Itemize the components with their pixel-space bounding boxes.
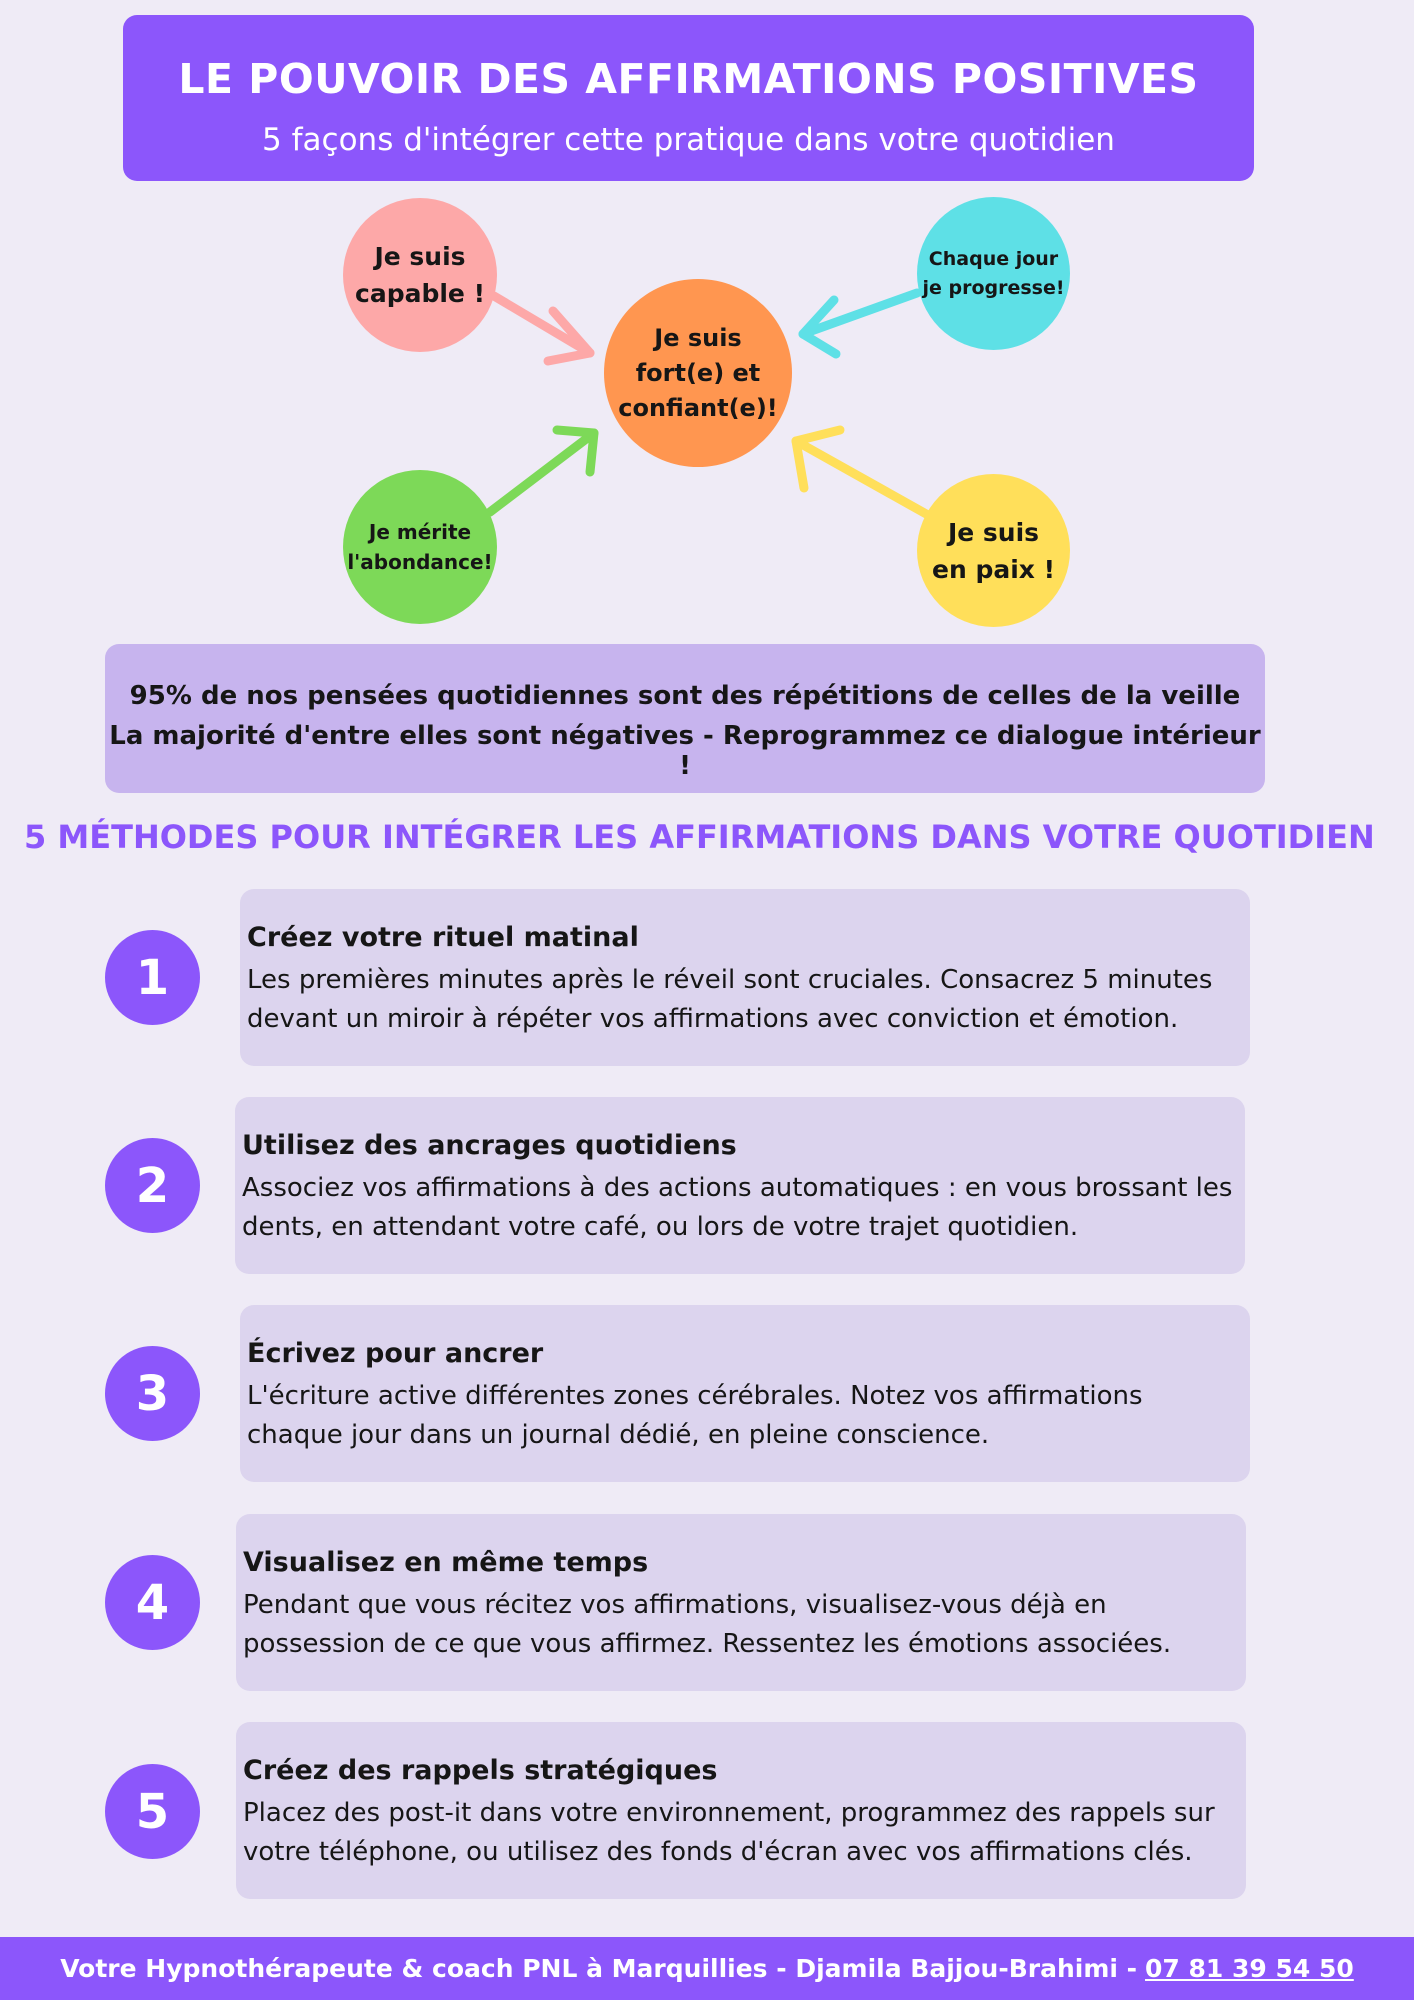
section-title: 5 MÉTHODES POUR INTÉGRER LES AFFIRMATION…	[24, 818, 1375, 856]
method-title: Créez des rappels stratégiques	[243, 1755, 718, 1786]
stat-line-1: 95% de nos pensées quotidiennes sont des…	[129, 681, 1241, 711]
header-banner: LE POUVOIR DES AFFIRMATIONS POSITIVES 5 …	[123, 15, 1254, 181]
method-text: Associez vos affirmations à des actions …	[242, 1173, 1233, 1242]
arrow-bottom-left-icon	[485, 425, 599, 517]
affirmation-bubble-abondance: Je mérite l'abondance!	[343, 470, 497, 624]
stat-line-2: La majorité d'entre elles sont négatives…	[109, 721, 1261, 781]
affirmation-bubble-paix: Je suis en paix !	[917, 474, 1070, 627]
stat-callout: 95% de nos pensées quotidiennes sont des…	[105, 644, 1265, 793]
method-card-3: Écrivez pour ancrer L'écriture active di…	[240, 1305, 1250, 1482]
arrow-top-right-icon	[798, 288, 922, 359]
footer-phone-link[interactable]: 07 81 39 54 50	[1145, 1954, 1354, 1983]
method-card-4: Visualisez en même temps Pendant que vou…	[236, 1514, 1246, 1691]
method-text: Pendant que vous récitez vos affirmation…	[243, 1590, 1172, 1659]
arrow-bottom-right-icon	[791, 425, 933, 520]
method-text: Placez des post-it dans votre environnem…	[243, 1798, 1215, 1867]
method-title: Créez votre rituel matinal	[247, 922, 639, 953]
method-text: Les premières minutes après le réveil so…	[247, 965, 1213, 1034]
footer-bar: Votre Hypnothérapeute & coach PNL à Marq…	[0, 1937, 1414, 2000]
footer-text: Votre Hypnothérapeute & coach PNL à Marq…	[60, 1954, 1138, 1983]
method-number-1: 1	[105, 930, 200, 1025]
affirmation-bubble-center: Je suis fort(e) et confiant(e)!	[604, 279, 792, 467]
affirmation-bubble-progresse: Chaque jour je progresse!	[917, 197, 1070, 350]
method-text: L'écriture active différentes zones céré…	[247, 1381, 1143, 1450]
method-title: Visualisez en même temps	[243, 1547, 649, 1578]
method-number-3: 3	[105, 1346, 200, 1441]
method-number-5: 5	[105, 1764, 200, 1859]
arrow-top-left-icon	[489, 291, 595, 366]
method-number-4: 4	[105, 1555, 200, 1650]
page-title: LE POUVOIR DES AFFIRMATIONS POSITIVES	[178, 55, 1199, 103]
method-number-2: 2	[105, 1138, 200, 1233]
affirmation-bubble-capable: Je suis capable !	[343, 198, 497, 352]
method-card-1: Créez votre rituel matinal Les premières…	[240, 889, 1250, 1066]
method-card-5: Créez des rappels stratégiques Placez de…	[236, 1722, 1246, 1899]
page-subtitle: 5 façons d'intégrer cette pratique dans …	[262, 122, 1115, 158]
method-title: Écrivez pour ancrer	[247, 1338, 544, 1369]
method-card-2: Utilisez des ancrages quotidiens Associe…	[235, 1097, 1245, 1274]
method-title: Utilisez des ancrages quotidiens	[242, 1130, 737, 1161]
